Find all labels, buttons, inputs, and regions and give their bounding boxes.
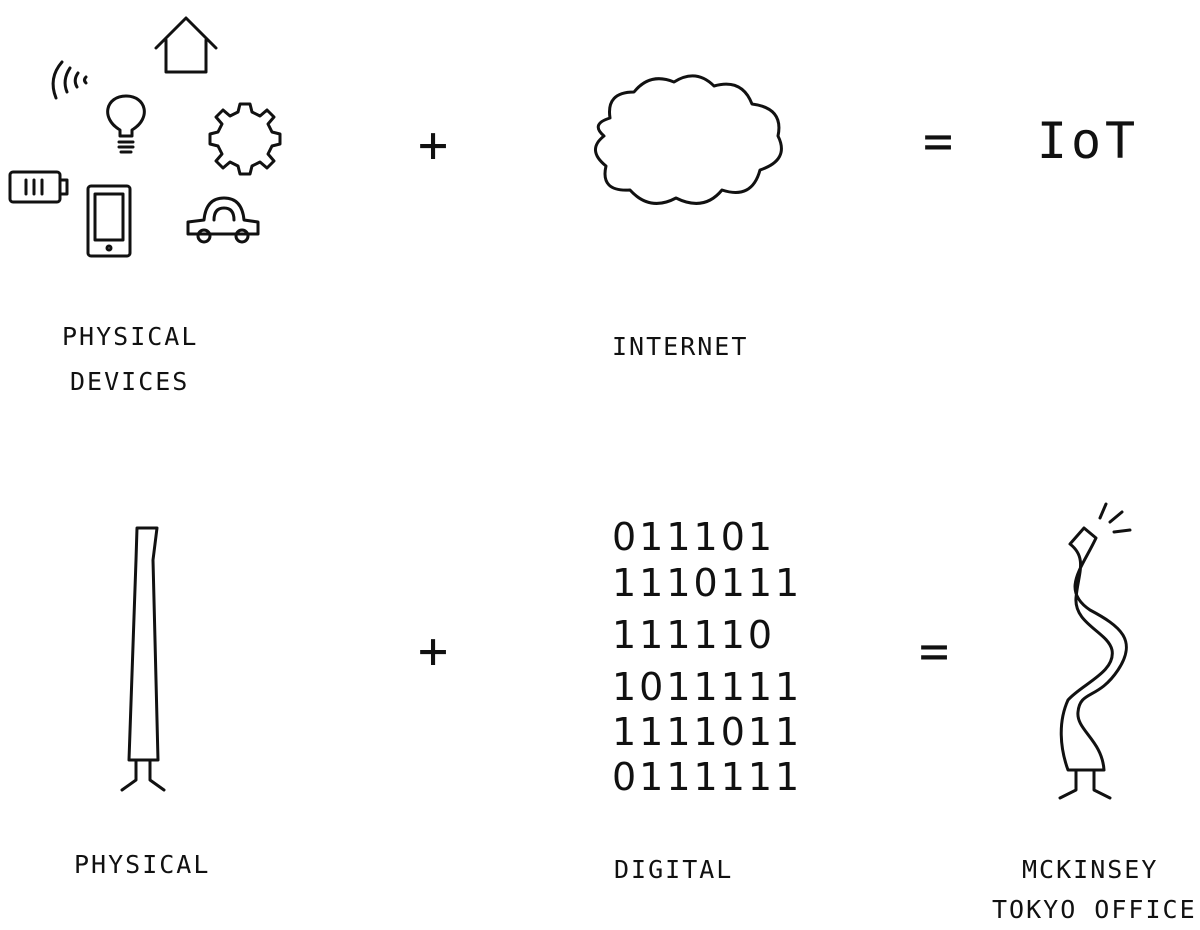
mckinsey-label-line2: TOKYO OFFICE [992, 895, 1197, 924]
internet-label: INTERNET [612, 332, 748, 361]
binary-row: 1110111 [612, 561, 802, 605]
equals-sign-row1: = [923, 112, 957, 170]
smartphone-icon [86, 184, 132, 258]
equals-sign-row2: = [919, 622, 953, 680]
battery-icon [8, 170, 69, 204]
plus-sign-row2: + [418, 622, 452, 680]
wavy-tower-figure-icon [1058, 502, 1132, 800]
iot-result: IoT [1037, 112, 1139, 170]
physical-devices-label-line2: DEVICES [70, 367, 189, 396]
tall-tower-figure-icon [120, 526, 166, 792]
binary-row: 011101 [612, 515, 775, 559]
gear-icon [208, 102, 282, 176]
plus-sign-row1: + [418, 116, 452, 174]
digital-label: DIGITAL [614, 855, 733, 884]
physical-label: PHYSICAL [74, 850, 210, 879]
physical-devices-label-line1: PHYSICAL [62, 322, 198, 351]
car-icon [186, 196, 260, 244]
house-icon [154, 16, 218, 74]
binary-row: 1111011 [612, 710, 802, 754]
lightbulb-icon [106, 94, 146, 154]
binary-row: 0111111 [612, 755, 802, 799]
binary-digits-block: 011101 1110111 111110 1011111 1111011 01… [612, 515, 802, 799]
wifi-signal-icon [51, 60, 88, 100]
binary-row: 1011111 [612, 665, 802, 709]
physical-devices-icon-cluster [8, 16, 282, 258]
mckinsey-label-line1: MCKINSEY [1022, 855, 1158, 884]
binary-row: 111110 [612, 613, 775, 657]
cloud-icon [594, 74, 783, 205]
